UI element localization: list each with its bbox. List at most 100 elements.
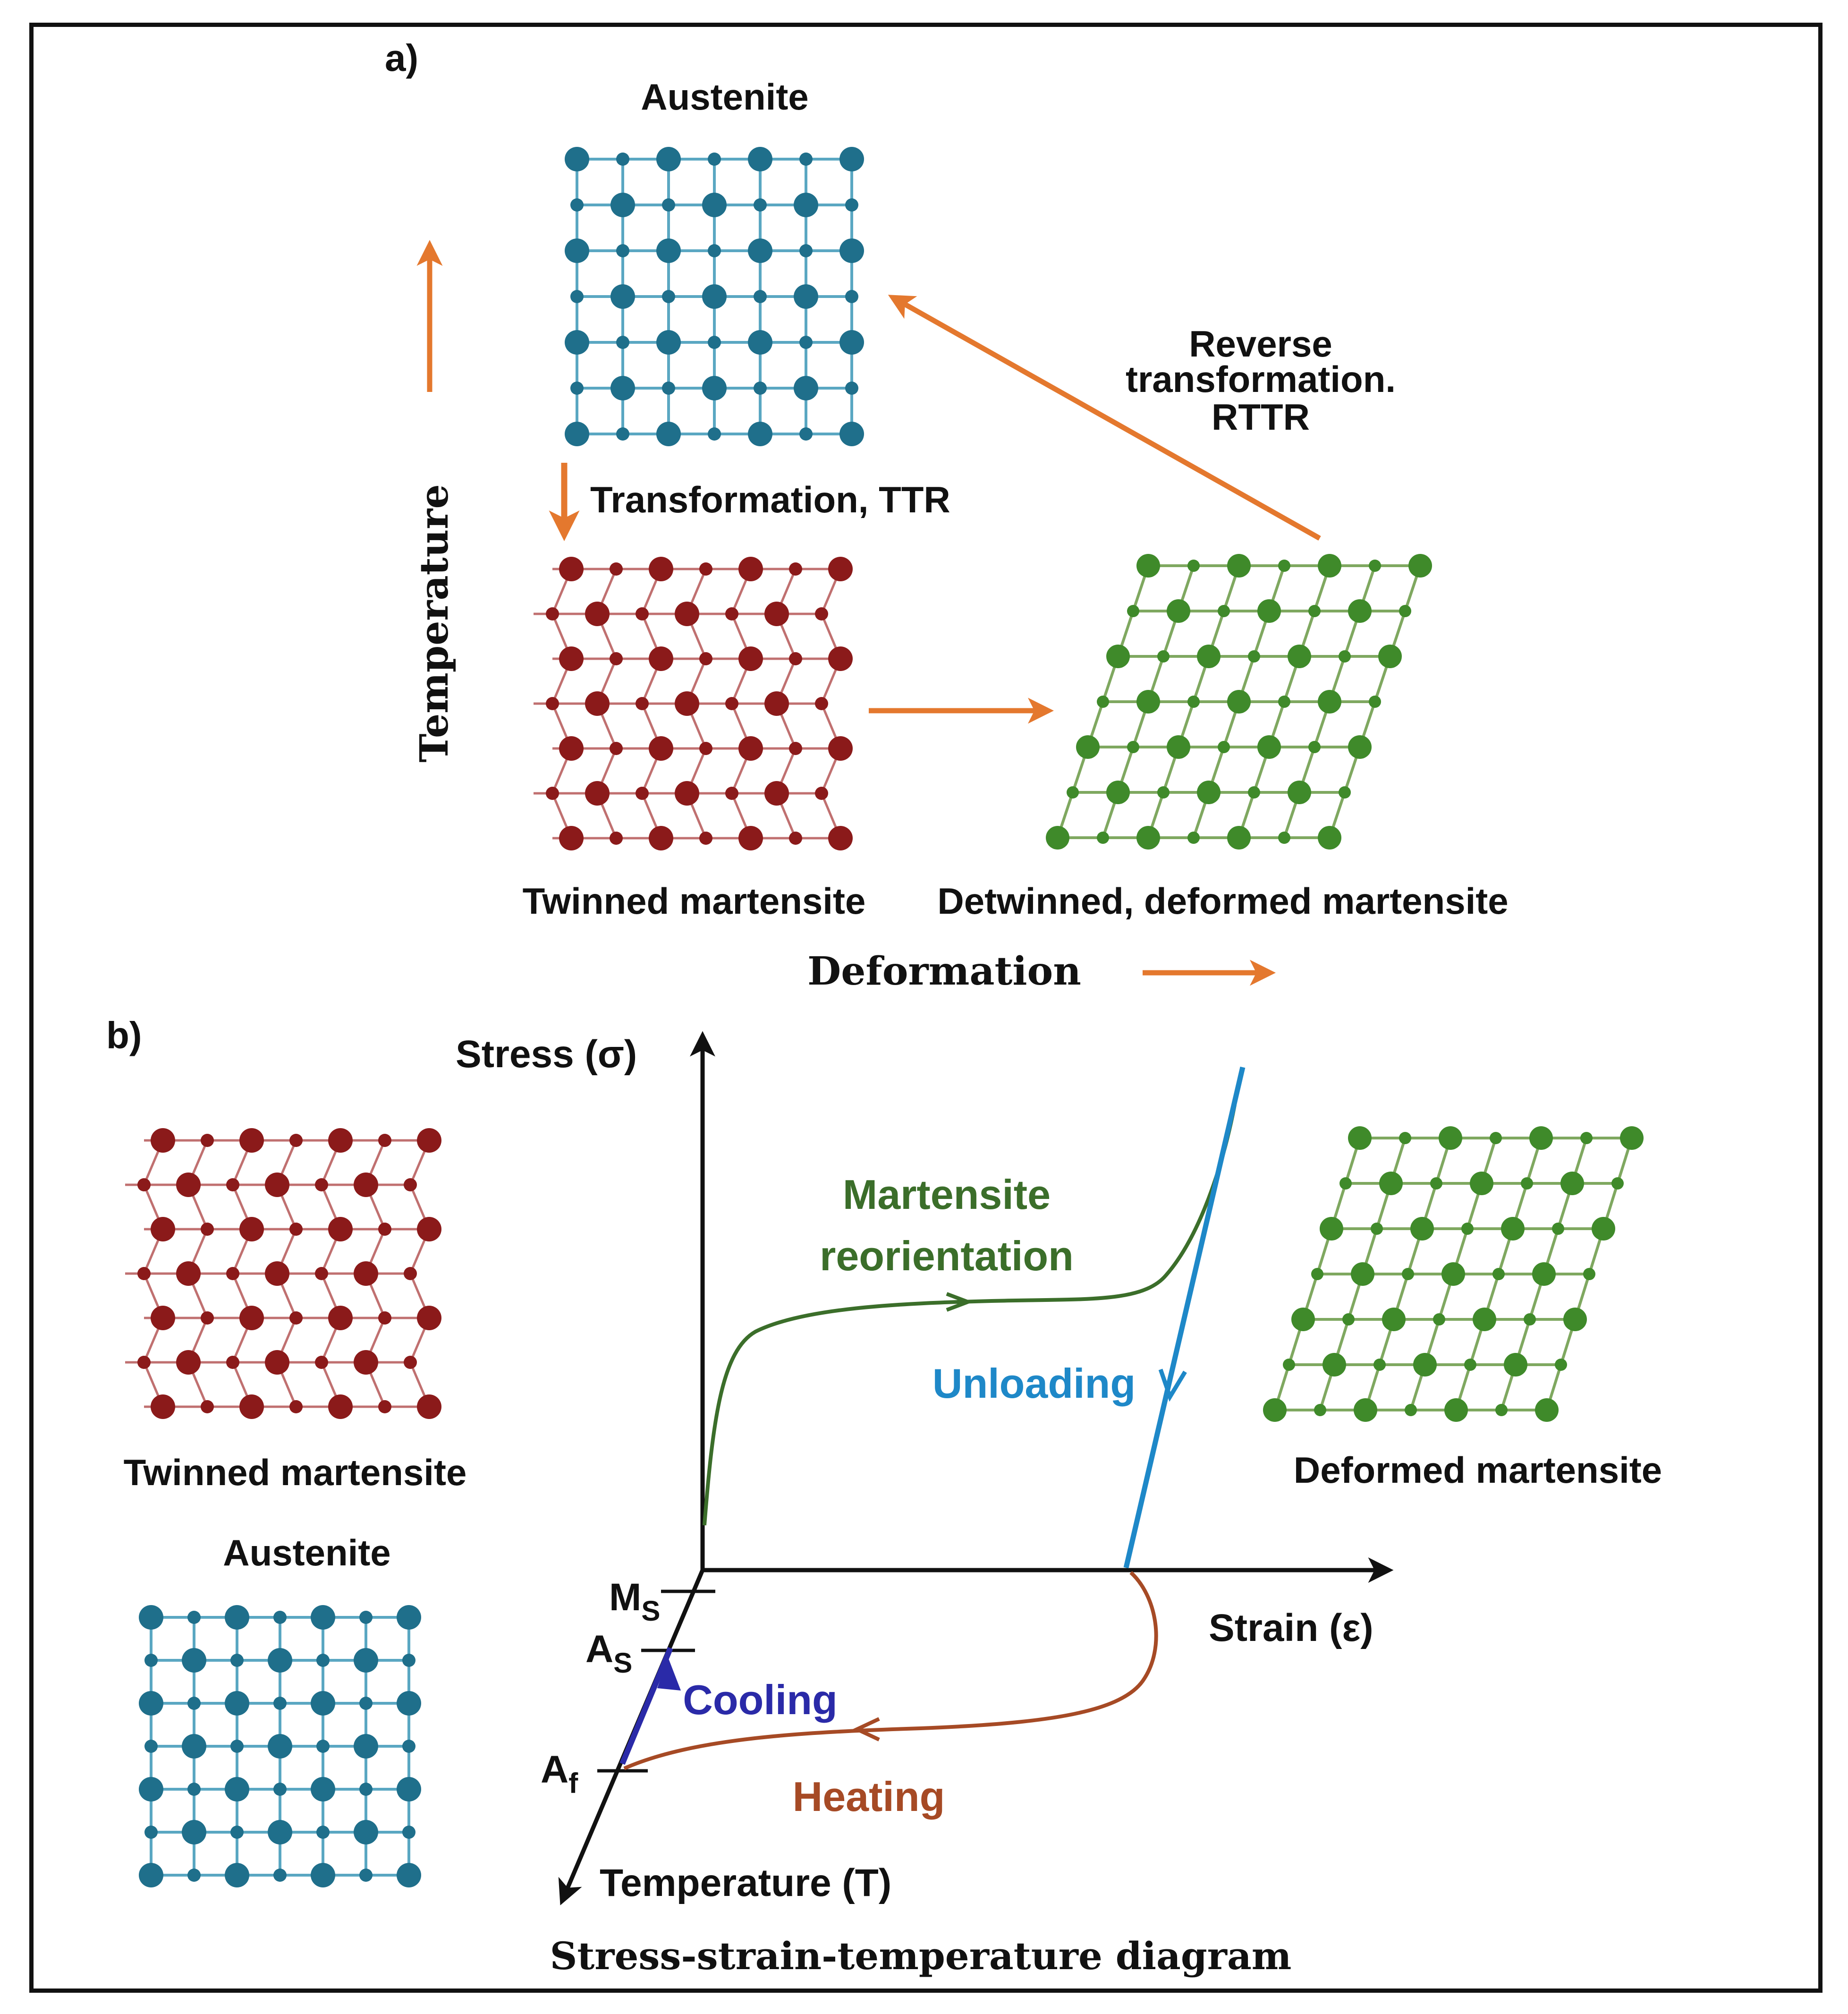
panel-a-detwinned-label: Detwinned, deformed martensite [937, 880, 1508, 922]
lattice-atom [378, 1400, 391, 1413]
lattice-atom [273, 1783, 287, 1796]
lattice-atom [1136, 554, 1160, 578]
reverse-label-line2: transformation. [1126, 358, 1396, 400]
lattice-atom [225, 1691, 249, 1716]
lattice-atom [675, 781, 699, 806]
lattice-atom [828, 736, 853, 761]
panel-a-austenite-lattice [565, 147, 864, 446]
panel-a-twinned-label: Twinned martensite [523, 880, 866, 922]
lattice-atom [354, 1350, 378, 1375]
panel-b-deformed-martensite-lattice [1263, 1126, 1644, 1422]
lattice-atom [273, 1611, 287, 1624]
lattice-atom [1348, 735, 1372, 759]
lattice-atom [225, 1605, 249, 1630]
lattice-atom [230, 1826, 244, 1839]
as-label: AS [585, 1628, 632, 1679]
lattice-atom [610, 284, 635, 309]
lattice-atom [176, 1350, 201, 1375]
lattice-atom [794, 376, 818, 400]
lattice-atom [828, 826, 853, 850]
panel-b-austenite-label: Austenite [223, 1532, 390, 1573]
lattice-atom [1157, 650, 1170, 663]
lattice-atom [1097, 832, 1109, 844]
reverse-label-line1: Reverse [1189, 323, 1332, 365]
lattice-atom [1227, 554, 1251, 578]
lattice-atom [748, 147, 772, 171]
lattice-atom [311, 1691, 335, 1716]
ms-label: MS [609, 1576, 660, 1627]
lattice-atom [265, 1350, 289, 1375]
lattice-atom [1278, 832, 1290, 844]
lattice-atom [137, 1356, 151, 1369]
reverse-transformation-arrow [888, 295, 1321, 541]
lattice-atom [699, 832, 712, 845]
lattice-atom [799, 427, 813, 441]
lattice-atom [354, 1173, 378, 1197]
lattice-atom [239, 1306, 264, 1330]
lattice-atom [789, 562, 802, 576]
lattice-atom [570, 382, 584, 395]
lattice-atom [1106, 645, 1130, 668]
panel-a-label: a) [385, 37, 418, 79]
lattice-atom [137, 1178, 151, 1191]
panel-a-austenite-label: Austenite [641, 76, 808, 118]
panel-b-twinned-label: Twinned martensite [124, 1452, 467, 1493]
lattice-atom [1521, 1177, 1533, 1190]
lattice-atom [239, 1217, 264, 1241]
lattice-atom [1611, 1177, 1624, 1190]
lattice-atom [1552, 1223, 1564, 1235]
lattice-atom [359, 1697, 373, 1710]
lattice-atom [559, 826, 584, 850]
lattice-atom [546, 607, 559, 620]
lattice-atom [702, 376, 727, 400]
lattice-atom [764, 602, 789, 626]
lattice-atom [815, 697, 828, 710]
diagram-caption: Stress-strain-temperature diagram [550, 1934, 1292, 1978]
lattice-atom [1187, 696, 1200, 708]
lattice-atom [708, 427, 721, 441]
lattice-atom [1373, 1359, 1386, 1371]
lattice-atom [354, 1820, 378, 1844]
lattice-atom [610, 376, 635, 400]
lattice-atom [289, 1311, 303, 1325]
temperature-t-axis-label: Temperature (T) [600, 1861, 891, 1904]
lattice-atom [225, 1863, 249, 1887]
lattice-atom [1348, 599, 1372, 623]
lattice-atom [1218, 741, 1230, 753]
lattice-atom [137, 1267, 151, 1280]
lattice-atom [404, 1356, 417, 1369]
lattice-atom [610, 652, 623, 665]
lattice-atom [1354, 1398, 1377, 1422]
lattice-atom [725, 697, 738, 710]
lattice-atom [815, 787, 828, 800]
heating-label: Heating [793, 1773, 945, 1820]
lattice-atom [201, 1134, 214, 1147]
lattice-atom [662, 382, 675, 395]
lattice-atom [1288, 645, 1311, 668]
lattice-atom [1560, 1172, 1584, 1195]
lattice-atom [315, 1267, 328, 1280]
lattice-atom [565, 422, 589, 446]
lattice-atom [144, 1740, 158, 1753]
lattice-atom [378, 1223, 391, 1236]
lattice-atom [1580, 1132, 1593, 1144]
lattice-atom [311, 1605, 335, 1630]
lattice-atom [1473, 1308, 1496, 1331]
reorientation-label-line1: Martensite [843, 1171, 1051, 1218]
lattice-atom [1227, 690, 1251, 714]
lattice-atom [570, 198, 584, 212]
lattice-atom [226, 1267, 239, 1280]
lattice-atom [1283, 1359, 1295, 1371]
lattice-atom [397, 1691, 421, 1716]
lattice-atom [1339, 786, 1351, 799]
lattice-atom [1342, 1313, 1355, 1326]
lattice-atom [828, 557, 853, 581]
lattice-atom [1278, 696, 1290, 708]
lattice-atom [265, 1261, 289, 1286]
lattice-atom [1369, 696, 1381, 708]
lattice-atom [616, 427, 629, 441]
lattice-atom [316, 1654, 330, 1667]
lattice-atom [1524, 1313, 1536, 1326]
lattice-atom [187, 1611, 201, 1624]
lattice-atom [1444, 1398, 1468, 1422]
